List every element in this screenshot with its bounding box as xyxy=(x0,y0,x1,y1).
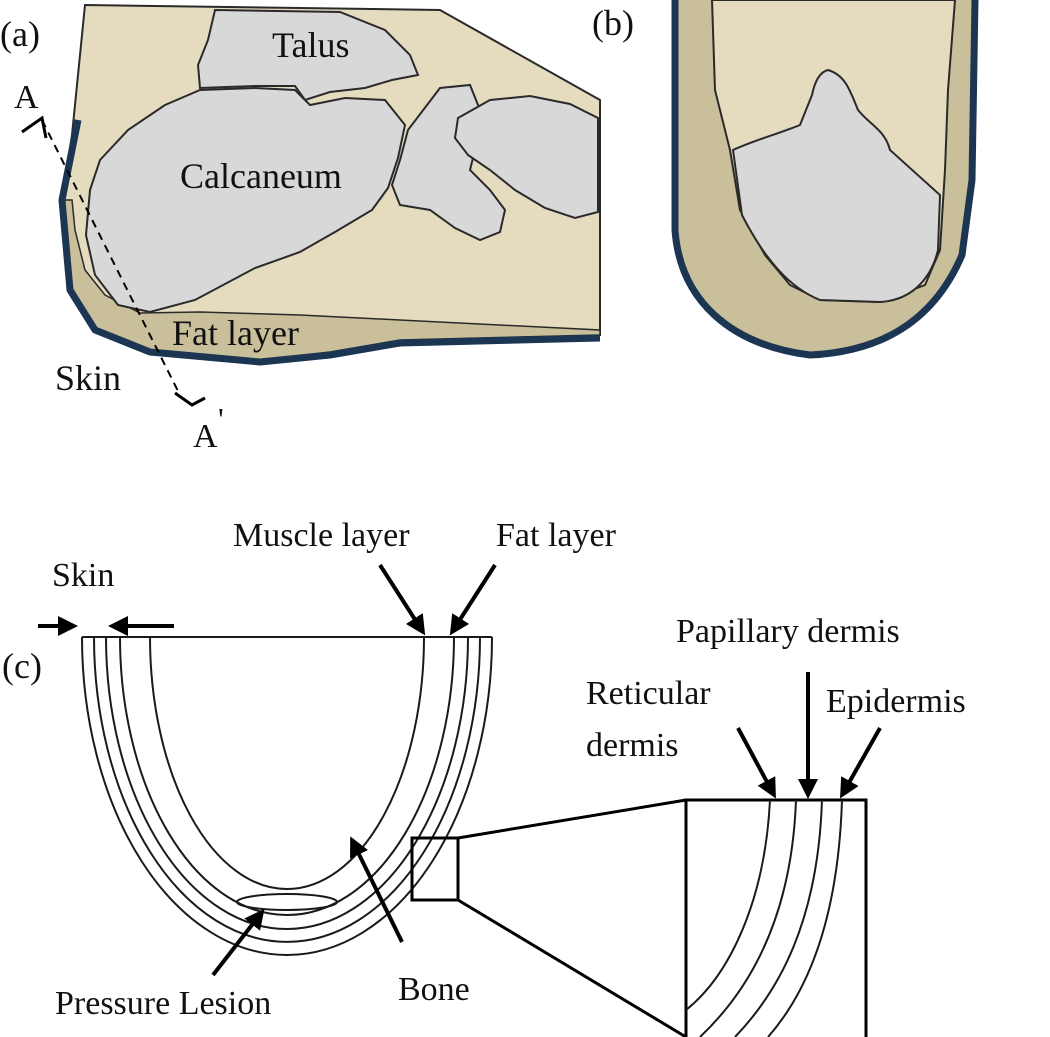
section-line-a-a-prime xyxy=(41,119,181,396)
bone-arrow xyxy=(350,836,404,943)
panel-c-tag: (c) xyxy=(2,646,42,686)
panel-b-foot-cross-section: (b) xyxy=(592,0,979,359)
panel-a-foot-sagittal: (a) Talus Calcaneum Fat layer Skin A A ' xyxy=(0,3,601,455)
fat-layer-label-a: Fat layer xyxy=(172,313,299,353)
fat-layer-label-c: Fat layer xyxy=(496,517,617,554)
zoom-source-box xyxy=(410,836,460,902)
papillary-dermis-label: Papillary dermis xyxy=(676,613,900,650)
section-label-prime-mark: ' xyxy=(218,401,224,437)
inset-boundary-1 xyxy=(686,800,771,1011)
section-label-a: A xyxy=(14,79,39,116)
layer-boundary-2 xyxy=(93,636,481,943)
muscle-layer-arrow xyxy=(378,563,426,636)
section-arrowhead-a xyxy=(21,115,48,139)
skin-label-a: Skin xyxy=(55,358,121,398)
cross-section-skin-outline xyxy=(671,0,979,359)
panel-a-tag: (a) xyxy=(0,14,40,54)
inset-boundary-2 xyxy=(699,800,797,1037)
section-arrowhead-a-prime xyxy=(174,391,206,407)
zoom-connector-top xyxy=(457,798,687,840)
panel-b-tag: (b) xyxy=(592,3,634,43)
bone-label: Bone xyxy=(398,971,470,1008)
talus-label: Talus xyxy=(272,25,349,65)
muscle-layer-label: Muscle layer xyxy=(233,517,410,554)
reticular-dermis-label-line1: Reticular xyxy=(586,675,711,712)
skin-label-c: Skin xyxy=(52,557,114,594)
calcaneum-label: Calcaneum xyxy=(180,156,342,196)
pressure-lesion-shape xyxy=(236,893,338,911)
inset-boundary-4 xyxy=(767,800,843,1037)
pressure-lesion-arrow xyxy=(211,908,265,977)
epidermis-label: Epidermis xyxy=(826,683,966,720)
inset-boundary-3 xyxy=(734,800,823,1037)
reticular-dermis-arrow xyxy=(736,727,776,799)
layer-boundary-1 xyxy=(81,636,493,956)
reticular-dermis-label-line2: dermis xyxy=(586,727,679,764)
section-label-a-prime: A xyxy=(193,418,218,455)
layer-boundary-4 xyxy=(119,636,455,916)
zoom-connector-bottom xyxy=(457,898,687,1037)
skin-outline xyxy=(58,119,601,366)
zoom-inset xyxy=(684,798,868,1037)
metatarsal-bone xyxy=(453,94,599,220)
calcaneum-bone xyxy=(84,86,407,314)
cross-section-bone xyxy=(731,68,942,304)
pressure-lesion-label: Pressure Lesion xyxy=(55,985,271,1022)
epidermis-arrow xyxy=(840,727,882,799)
fat-layer-arrow xyxy=(449,563,497,636)
layer-boundary-5 xyxy=(149,636,425,890)
layer-boundary-3 xyxy=(105,636,469,930)
talus-bone xyxy=(196,8,420,102)
panel-c-model-cross-section: (c) Skin Muscle layer Fat layer Pressure… xyxy=(2,517,966,1037)
